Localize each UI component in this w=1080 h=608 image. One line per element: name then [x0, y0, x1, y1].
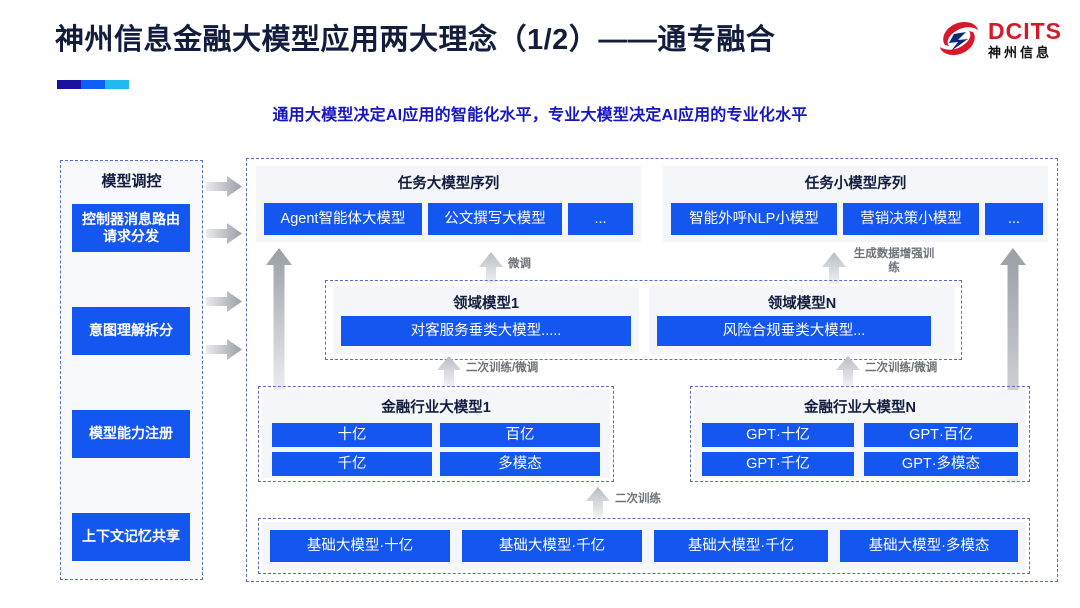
base-model-4[interactable]: 基础大模型·多模态	[840, 530, 1018, 562]
arrow-up-long-right	[1000, 248, 1026, 488]
industry-model-n-item-1[interactable]: GPT·十亿	[702, 423, 854, 447]
arrow-right-2	[206, 223, 242, 244]
control-item-intent-parsing[interactable]: 意图理解拆分	[72, 307, 190, 355]
task-big-model-more[interactable]: ...	[568, 203, 633, 235]
arrow-right-3	[206, 291, 242, 312]
domain-models-container	[325, 280, 962, 360]
label-retrain: 二次训练	[615, 493, 661, 505]
task-big-model-document[interactable]: 公文撰写大模型	[428, 203, 562, 235]
arrow-up-retrain-finetune-right	[836, 356, 860, 391]
arrow-up-finetune	[479, 252, 503, 289]
accent-segment-1	[57, 80, 81, 89]
industry-model-1-item-4[interactable]: 多模态	[440, 452, 600, 476]
accent-segment-3	[105, 80, 129, 89]
industry-model-n-item-2[interactable]: GPT·百亿	[864, 423, 1018, 447]
task-small-model-nlp[interactable]: 智能外呼NLP小模型	[671, 203, 837, 235]
arrow-up-long-left	[266, 248, 292, 398]
control-item-message-routing[interactable]: 控制器消息路由请求分发	[72, 204, 190, 252]
arrow-right-1	[206, 176, 242, 197]
domain-model-1-title: 领域模型1	[452, 296, 520, 312]
page-title: 神州信息金融大模型应用两大理念（1/2）——通专融合	[55, 24, 776, 56]
control-item-capability-registry[interactable]: 模型能力注册	[72, 410, 190, 458]
domain-model-n-title: 领域模型N	[767, 296, 837, 312]
label-gen-data-augmentation: 生成数据增强训练	[853, 248, 935, 275]
architecture-outer-container	[246, 158, 1058, 582]
control-panel-title: 模型调控	[101, 173, 162, 190]
task-small-model-marketing[interactable]: 营销决策小模型	[843, 203, 979, 235]
base-model-3[interactable]: 基础大模型·千亿	[654, 530, 828, 562]
task-big-model-title: 任务大模型序列	[397, 176, 500, 192]
arrow-up-retrain-finetune-left	[437, 356, 461, 391]
company-logo: DCITS 神州信息	[937, 18, 1062, 60]
logo-text-cn: 神州信息	[988, 44, 1053, 60]
task-big-model-agent[interactable]: Agent智能体大模型	[264, 203, 422, 235]
label-finetune: 微调	[508, 258, 531, 270]
domain-model-n-item[interactable]: 风险合规垂类大模型...	[657, 316, 931, 346]
arrow-up-retrain	[586, 487, 610, 522]
title-accent-bar	[57, 80, 129, 89]
industry-model-1-container	[258, 386, 614, 482]
industry-model-n-item-4[interactable]: GPT·多模态	[864, 452, 1018, 476]
arrow-up-gen-data	[822, 252, 846, 289]
industry-model-1-title: 金融行业大模型1	[381, 400, 491, 416]
page-subtitle: 通用大模型决定AI应用的智能化水平，专业大模型决定AI应用的专业化水平	[272, 107, 808, 124]
domain-model-1-item[interactable]: 对客服务垂类大模型.....	[341, 316, 631, 346]
arrow-right-4	[206, 339, 242, 360]
logo-text-en: DCITS	[988, 17, 1062, 44]
industry-model-n-container	[690, 386, 1030, 482]
control-panel: 模型调控 控制器消息路由请求分发 意图理解拆分 模型能力注册 上下文记忆共享	[60, 160, 203, 580]
accent-segment-2	[81, 80, 105, 89]
industry-model-1-item-1[interactable]: 十亿	[272, 423, 432, 447]
control-item-context-memory[interactable]: 上下文记忆共享	[72, 513, 190, 561]
label-retrain-finetune-left: 二次训练/微调	[466, 362, 539, 374]
base-model-2[interactable]: 基础大模型·千亿	[462, 530, 642, 562]
base-models-container	[258, 518, 1030, 574]
base-model-1[interactable]: 基础大模型·十亿	[270, 530, 450, 562]
dcits-swirl-icon	[937, 18, 981, 60]
industry-model-1-item-2[interactable]: 百亿	[440, 423, 600, 447]
task-small-model-title: 任务小模型序列	[804, 176, 907, 192]
label-retrain-finetune-right: 二次训练/微调	[865, 362, 938, 374]
industry-model-1-item-3[interactable]: 千亿	[272, 452, 432, 476]
industry-model-n-title: 金融行业大模型N	[804, 400, 916, 416]
industry-model-n-item-3[interactable]: GPT·千亿	[702, 452, 854, 476]
task-small-model-more[interactable]: ...	[985, 203, 1043, 235]
